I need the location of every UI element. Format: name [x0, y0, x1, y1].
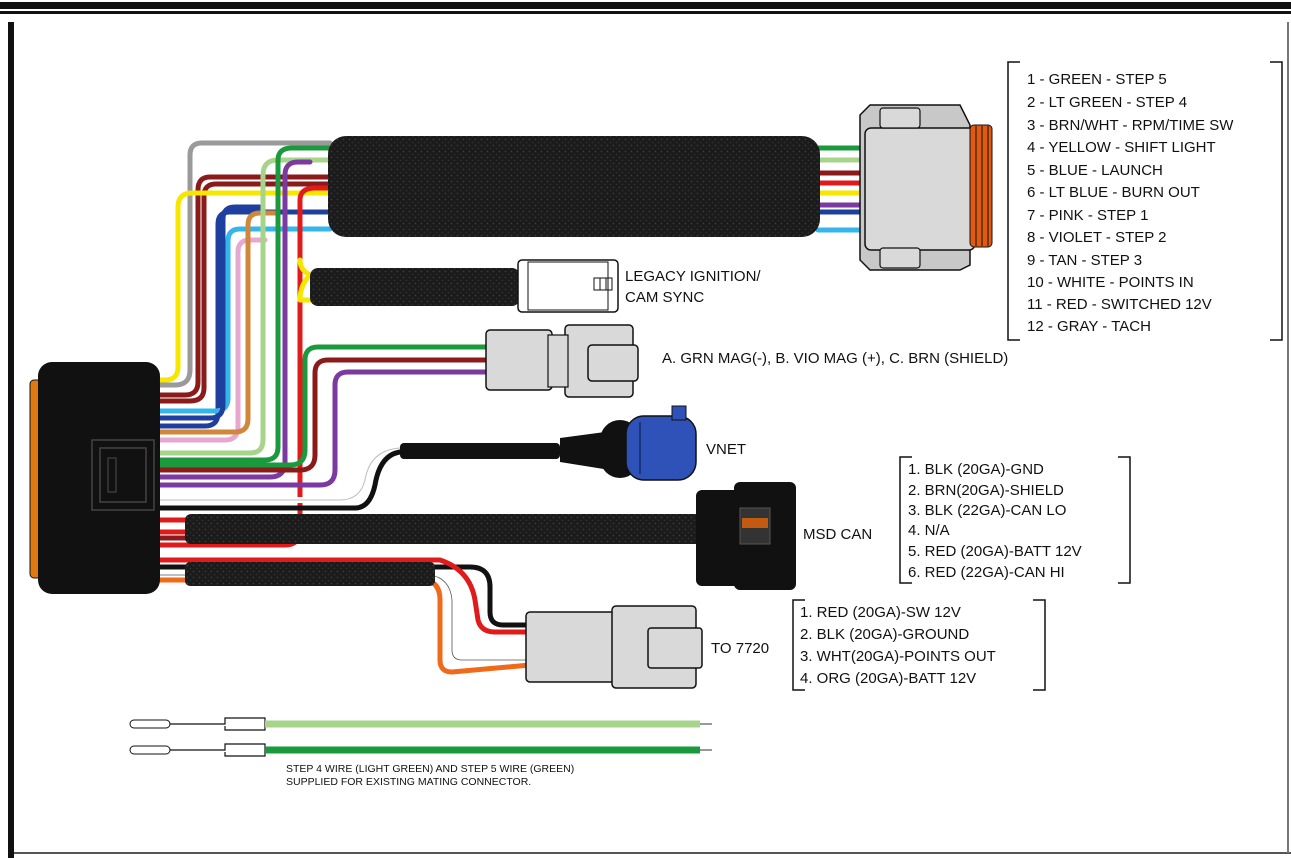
7720-pin-1: 1. RED (20GA)-SW 12V — [800, 604, 961, 621]
pin-label-1: 1 - GREEN - STEP 5 — [1027, 71, 1167, 88]
can-pin-4: 4. N/A — [908, 522, 950, 539]
pin-label-4: 4 - YELLOW - SHIFT LIGHT — [1027, 139, 1216, 156]
bracket-can — [899, 456, 1131, 584]
mag-connector — [485, 324, 639, 398]
7720-pin-2: 2. BLK (20GA)-GROUND — [800, 626, 969, 643]
can-pin-6: 6. RED (22GA)-CAN HI — [908, 564, 1065, 581]
12pin-connector — [859, 104, 993, 271]
step-wire-note-line2: SUPPLIED FOR EXISTING MATING CONNECTOR. — [286, 776, 531, 788]
7720-pin-3: 3. WHT(20GA)-POINTS OUT — [800, 648, 996, 665]
bracket-12pin — [1007, 61, 1283, 341]
bracket-7720 — [792, 599, 1046, 691]
main-harness-sleeve — [328, 136, 820, 237]
7720-sleeve — [185, 562, 435, 586]
can-pin-1: 1. BLK (20GA)-GND — [908, 461, 1044, 478]
step-wire-note-line1: STEP 4 WIRE (LIGHT GREEN) AND STEP 5 WIR… — [286, 763, 574, 775]
legacy-label-line2: CAM SYNC — [625, 289, 704, 306]
mag-label: A. GRN MAG(-), B. VIO MAG (+), C. BRN (S… — [662, 350, 1008, 367]
harness-sleeves — [185, 136, 820, 586]
7720-legend: 1. RED (20GA)-SW 12V 2. BLK (20GA)-GROUN… — [800, 604, 996, 687]
pin-label-9: 9 - TAN - STEP 3 — [1027, 252, 1142, 269]
pin-label-5: 5 - BLUE - LAUNCH — [1027, 162, 1163, 179]
can-legend: 1. BLK (20GA)-GND 2. BRN(20GA)-SHIELD 3.… — [908, 461, 1082, 581]
pin-label-7: 7 - PINK - STEP 1 — [1027, 207, 1148, 224]
can-pin-3: 3. BLK (22GA)-CAN LO — [908, 502, 1066, 519]
pin-label-2: 2 - LT GREEN - STEP 4 — [1027, 94, 1187, 111]
pin-label-6: 6 - LT BLUE - BURN OUT — [1027, 184, 1200, 201]
ecu-connector — [29, 362, 160, 594]
12pin-legend: 1 - GREEN - STEP 5 2 - LT GREEN - STEP 4… — [1027, 71, 1234, 335]
vnet-connector — [400, 405, 697, 481]
can-pin-2: 2. BRN(20GA)-SHIELD — [908, 482, 1064, 499]
msd-can-connector — [696, 482, 796, 590]
pin-label-12: 12 - GRAY - TACH — [1027, 318, 1151, 335]
7720-connector — [525, 605, 703, 689]
can-pin-5: 5. RED (20GA)-BATT 12V — [908, 543, 1082, 560]
pin-label-10: 10 - WHITE - POINTS IN — [1027, 274, 1194, 291]
pin-label-11: 11 - RED - SWITCHED 12V — [1027, 296, 1212, 313]
pin-label-8: 8 - VIOLET - STEP 2 — [1027, 229, 1167, 246]
can-sleeve — [185, 514, 705, 544]
pin-label-3: 3 - BRN/WHT - RPM/TIME SW — [1027, 117, 1234, 134]
step-wires — [129, 717, 712, 757]
legacy-label-line1: LEGACY IGNITION/ — [625, 268, 761, 285]
7720-pin-4: 4. ORG (20GA)-BATT 12V — [800, 670, 976, 687]
to-7720-label: TO 7720 — [711, 640, 769, 657]
msd-can-label: MSD CAN — [803, 526, 872, 543]
legacy-connector — [517, 259, 619, 313]
legacy-sleeve — [310, 268, 520, 306]
vnet-label: VNET — [706, 441, 746, 458]
